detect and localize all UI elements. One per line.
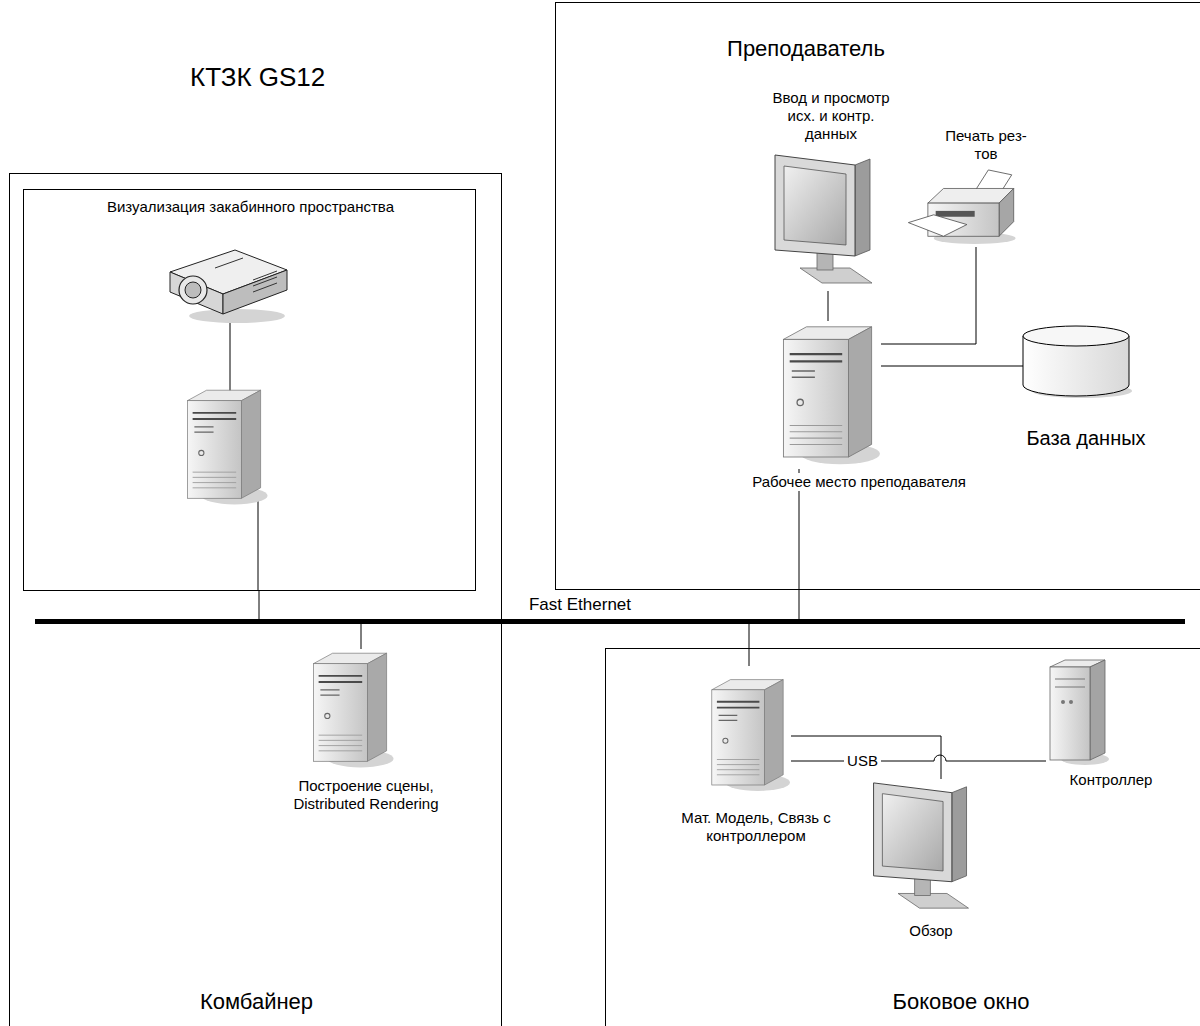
database-icon <box>1023 326 1132 398</box>
network-link <box>791 755 1046 761</box>
node-label: Fast Ethernet <box>529 595 631 615</box>
monitor-node: Ввод и просмотр исх. и контр. данных <box>771 151 881 291</box>
region-panel: Боковое окно Мат. Модель, Связь с контрол… <box>605 648 1200 1026</box>
node-label: Преподаватель <box>727 36 885 62</box>
server-icon <box>1050 660 1109 765</box>
network-bus: Fast Ethernet <box>35 619 1185 624</box>
printer-node: Печать рез-тов <box>906 169 1021 247</box>
network-wire <box>258 500 259 590</box>
node-label: Ввод и просмотр исх. и контр. данных <box>761 89 901 143</box>
network-link <box>361 624 362 649</box>
node-label: База данных <box>1026 426 1145 450</box>
node-label: Контроллер <box>1070 771 1153 789</box>
computer-icon <box>712 680 790 791</box>
network-link <box>259 591 260 619</box>
database-node: База данных <box>1023 326 1131 398</box>
network-link <box>791 736 941 779</box>
region-panel: ПреподавательВвод и просмотр исх. и конт… <box>555 2 1200 590</box>
computer-icon <box>783 327 880 465</box>
controller-node: Контроллер <box>1046 658 1111 768</box>
monitor-icon <box>775 155 872 283</box>
node-label: Рабочее место преподавателя <box>749 473 969 491</box>
network-link <box>749 624 750 666</box>
computer-icon <box>313 653 393 767</box>
network-link <box>881 247 976 344</box>
network-link <box>799 469 800 619</box>
monitor-icon <box>874 783 969 908</box>
node-label: Боковое окно <box>892 989 1029 1015</box>
network-link <box>828 291 829 321</box>
node-label: Построение сцены, Distributed Rendering <box>276 777 456 813</box>
diagram-title: КТЗК GS12 <box>190 62 325 93</box>
monitor-node: Обзор <box>856 779 991 916</box>
node-label: Визуализация закабинного пространства <box>107 198 394 216</box>
projector-icon <box>170 250 287 323</box>
network-link <box>881 366 1023 367</box>
region-panel: Визуализация закабинного пространства <box>23 189 476 591</box>
node-label: Мат. Модель, Связь с контроллером <box>676 809 836 845</box>
node-label: Комбайнер <box>200 989 313 1015</box>
printer-icon <box>908 170 1015 244</box>
region-panel: Комбайнер Визуализация закабинного простр… <box>9 173 502 1026</box>
computer-node: Рабочее место преподавателя <box>776 321 881 469</box>
link-label: USB <box>844 752 881 770</box>
node-label: Обзор <box>909 922 952 940</box>
computer-node: Мат. Модель, Связь с контроллером <box>706 666 791 804</box>
video-wire <box>230 318 231 392</box>
node-label: Печать рез-тов <box>941 127 1031 163</box>
computer-node: Построение сцены, Distributed Rendering <box>306 649 396 771</box>
computer-icon <box>187 390 267 504</box>
